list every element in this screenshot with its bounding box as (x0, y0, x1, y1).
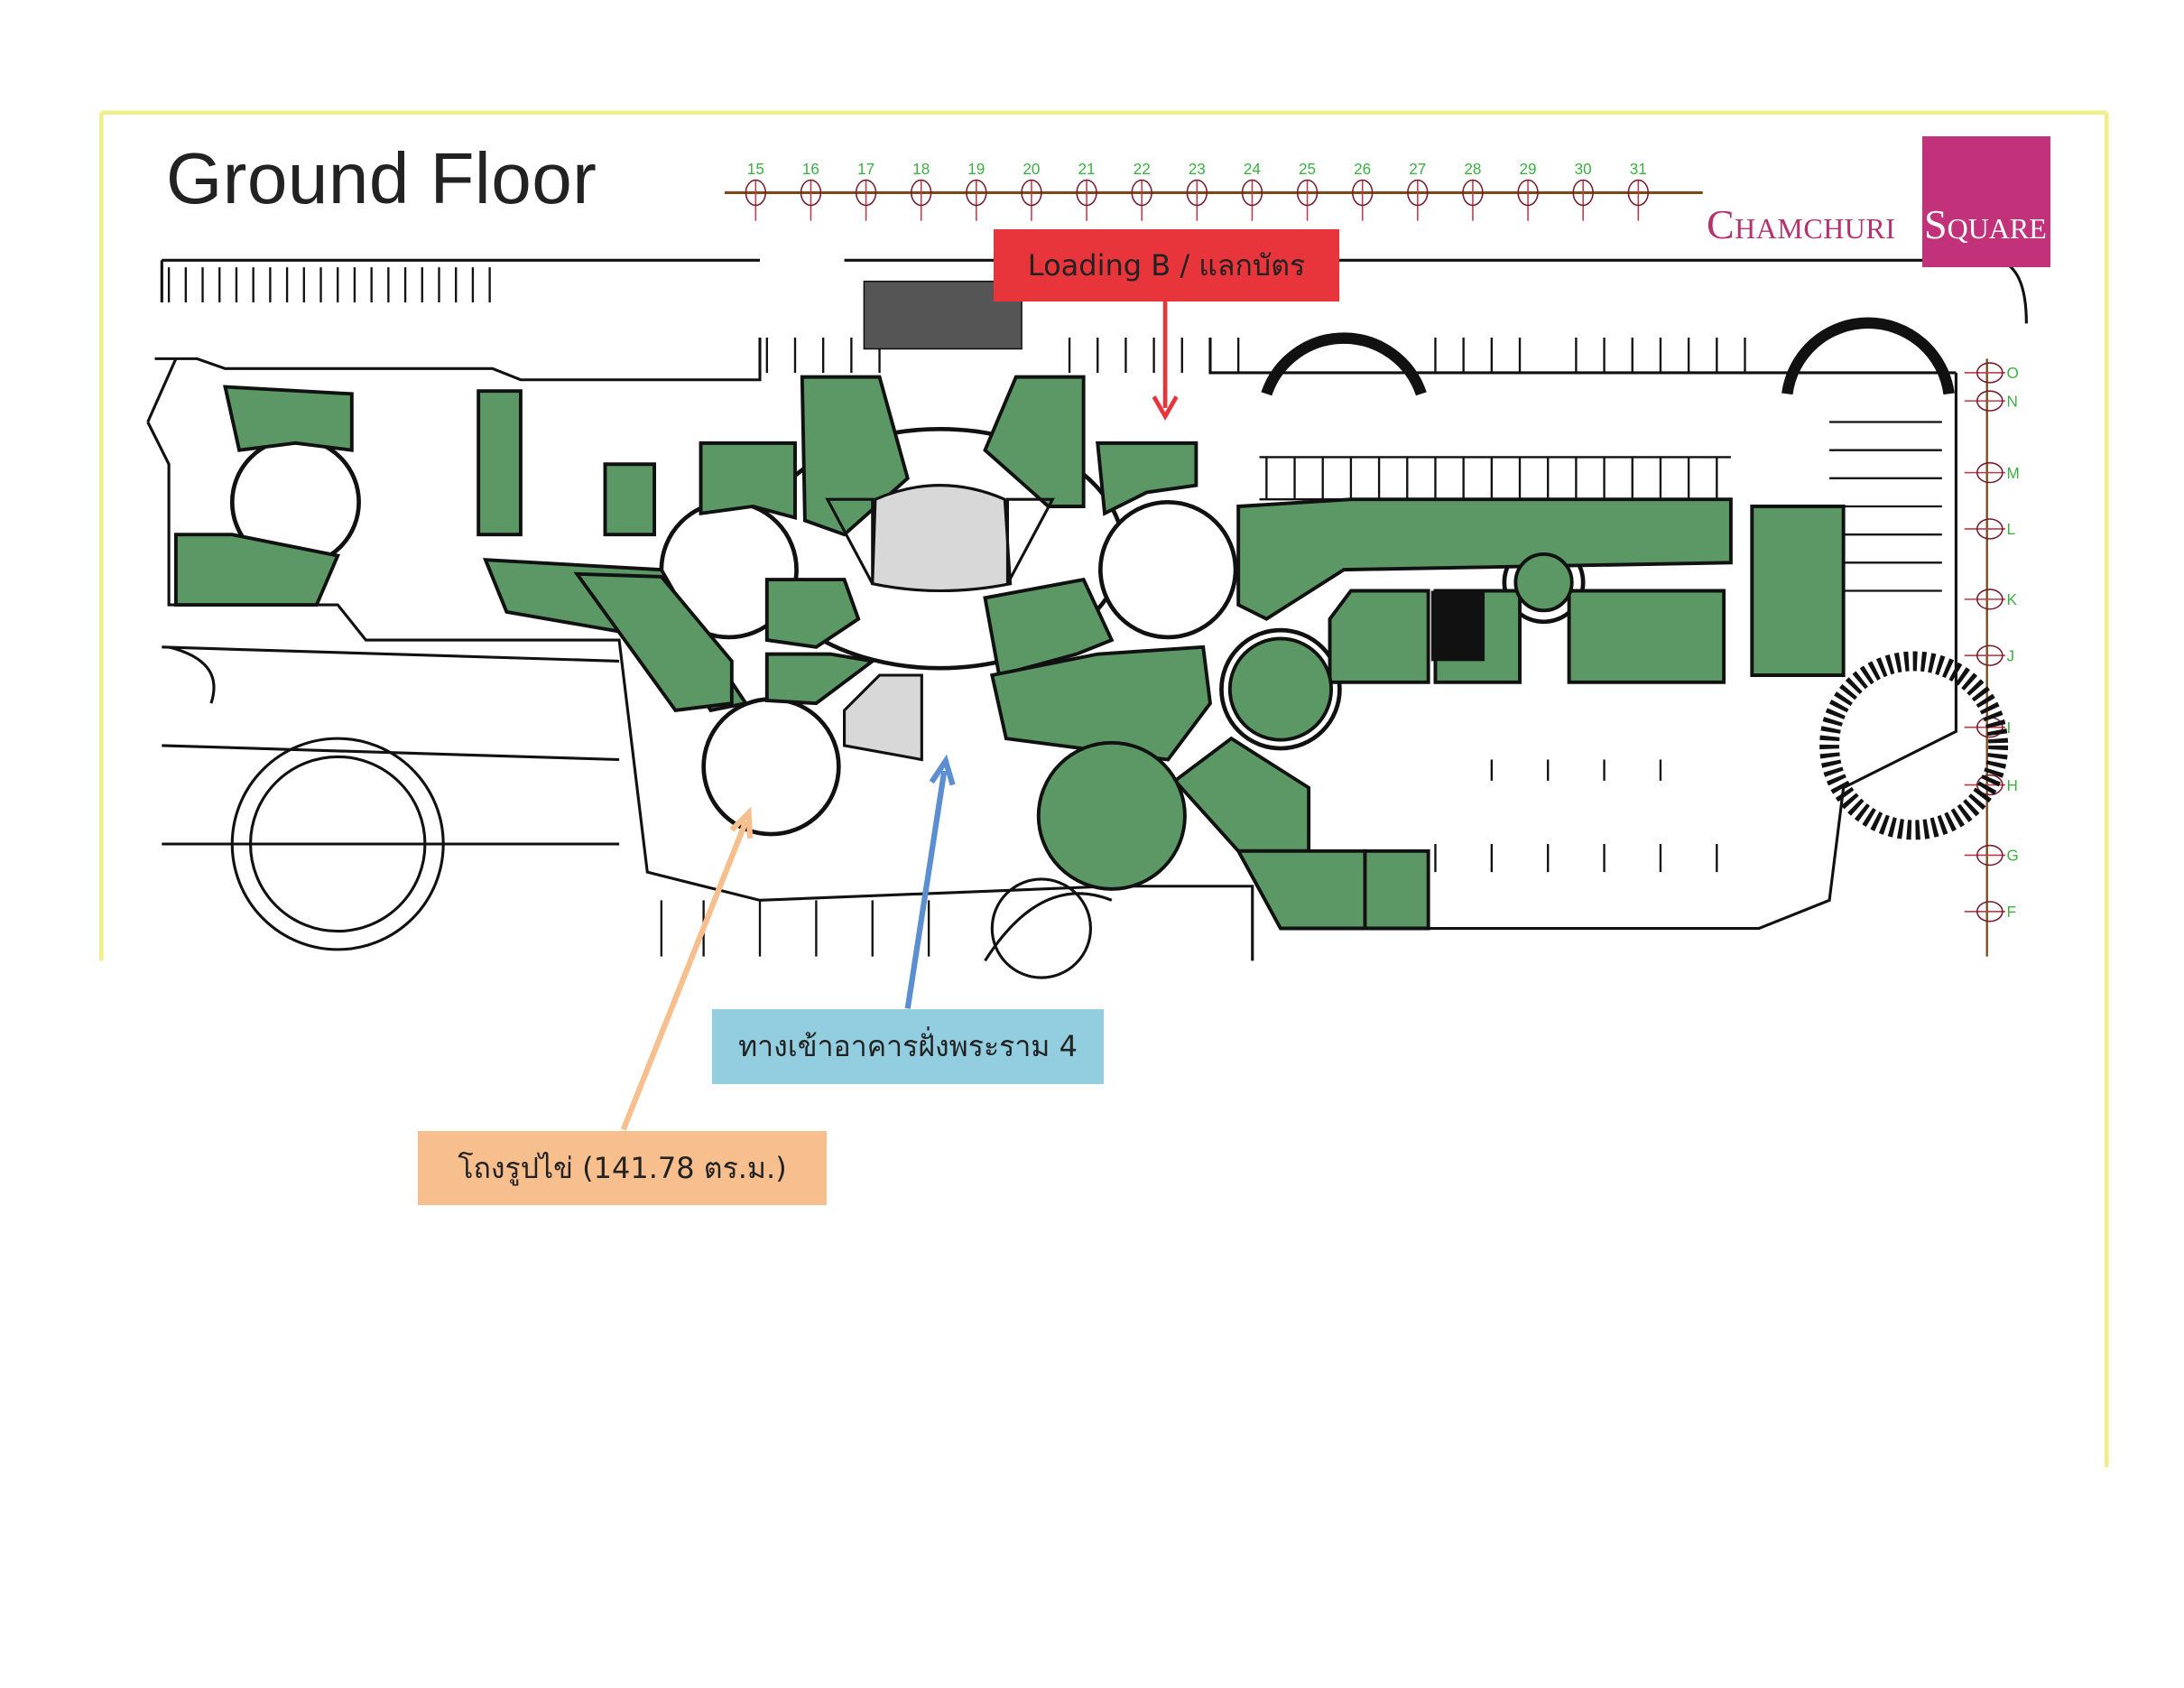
grid-row-marker: G (1964, 844, 2019, 867)
grid-row-marker: F (1964, 901, 2016, 923)
callout-egg-hall: โถงรูปไข่ (141.78 ตร.ม.) (418, 1131, 827, 1205)
ramp-arcs (1261, 317, 1955, 396)
page-title: Ground Floor (166, 138, 597, 218)
column-grid: 15 16 17 18 19 20 21 22 23 24 25 26 27 28 29 30 31 (725, 160, 1703, 221)
grid-column-marker: 22 (1131, 160, 1152, 221)
grid-column-marker: 28 (1462, 160, 1484, 221)
grid-column-marker: 27 (1407, 160, 1429, 221)
grid-column-label: 22 (1134, 160, 1151, 178)
grid-column-marker: 20 (1021, 160, 1042, 221)
callout-rama4-entrance: ทางเข้าอาคารฝั่งพระราม 4 (712, 1009, 1104, 1084)
grid-row-label: N (2007, 392, 2018, 410)
grid-column-label: 23 (1189, 160, 1206, 178)
grid-column-label: 24 (1244, 160, 1262, 178)
building-outline (146, 258, 2028, 979)
grid-row-label: L (2007, 520, 2016, 538)
parking-stalls (167, 267, 1942, 957)
grid-column-marker: 23 (1186, 160, 1208, 221)
grid-row-marker: O (1964, 362, 2019, 384)
grid-column-label: 29 (1520, 160, 1537, 178)
core-block (1430, 590, 1485, 662)
logo-text-left: Chamchuri (1707, 201, 1896, 247)
grid-row-marker: L (1964, 518, 2016, 540)
grid-row-label: M (2007, 464, 2020, 482)
grid-column-marker: 26 (1351, 160, 1374, 221)
grid-row-label: F (2007, 903, 2016, 921)
grid-row-label: O (2007, 364, 2019, 382)
grid-row-marker: J (1964, 645, 2015, 666)
grid-column-label: 16 (802, 160, 819, 178)
grid-row-marker: M (1964, 461, 2020, 484)
callout-loading-label: Loading B / แลกบัตร (1027, 247, 1306, 283)
grid-row-label: K (2007, 590, 2018, 608)
grid-column-marker: 16 (800, 160, 822, 221)
grid-column-label: 28 (1464, 160, 1481, 178)
atrium-and-grey-units (825, 484, 1055, 762)
grid-column-label: 27 (1409, 160, 1426, 178)
grid-column-label: 17 (857, 160, 875, 178)
logo-text-right: Square (1924, 201, 2047, 247)
grid-column-marker: 25 (1296, 160, 1319, 221)
grid-column-marker: 24 (1241, 160, 1263, 221)
grid-column-label: 26 (1354, 160, 1371, 178)
grid-row-marker: K (1964, 589, 2018, 610)
grid-column-marker: 18 (911, 160, 932, 221)
grid-column-marker: 21 (1076, 160, 1097, 221)
grid-row-marker: N (1964, 390, 2018, 412)
grid-column-marker: 15 (745, 160, 767, 221)
grid-row-label: I (2007, 719, 2012, 737)
grid-column-label: 18 (912, 160, 930, 178)
grid-column-label: 19 (967, 160, 985, 178)
callout-arrows (620, 301, 1179, 1131)
row-grid: ON M L K J I H G F (1964, 358, 2020, 957)
grid-column-marker: 30 (1572, 160, 1594, 221)
grid-column-label: 31 (1630, 160, 1647, 178)
grid-column-label: 30 (1575, 160, 1592, 178)
grid-row-label: H (2007, 776, 2018, 794)
grid-column-marker: 17 (855, 160, 877, 221)
callout-loading-b: Loading B / แลกบัตร (994, 229, 1339, 301)
grid-column-marker: 29 (1517, 160, 1539, 221)
grid-column-label: 20 (1023, 160, 1040, 178)
callout-entrance-label: ทางเข้าอาคารฝั่งพระราม 4 (738, 1029, 1078, 1063)
grid-column-label: 21 (1078, 160, 1096, 178)
hatched-circle (1819, 651, 2009, 840)
grid-column-marker: 19 (966, 160, 987, 221)
grid-row-label: G (2007, 847, 2019, 865)
grid-column-label: 15 (747, 160, 764, 178)
page-frame (98, 110, 2109, 1468)
grid-column-label: 25 (1299, 160, 1316, 178)
grid-row-label: J (2007, 646, 2015, 664)
grid-column-marker: 31 (1627, 160, 1650, 221)
callout-egg-label: โถงรูปไข่ (141.78 ตร.ม.) (458, 1150, 787, 1185)
logo-box (1922, 136, 2050, 267)
